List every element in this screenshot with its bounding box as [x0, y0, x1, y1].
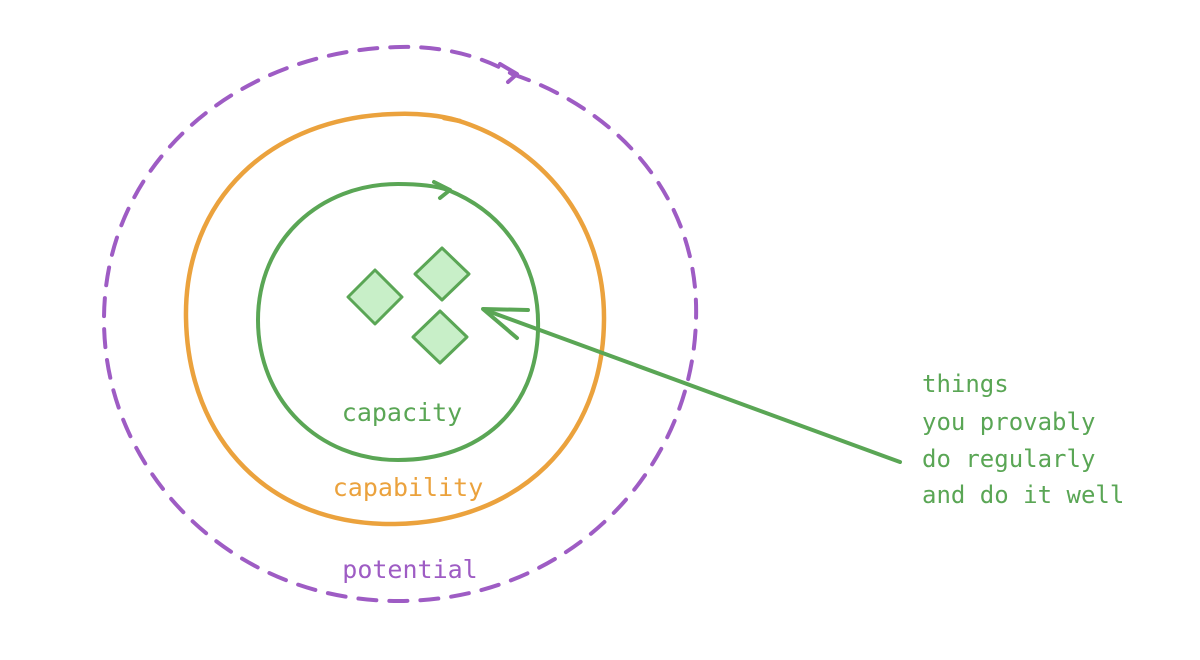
annotation-line: you provably	[922, 408, 1095, 436]
capability-overlap-tick	[441, 115, 463, 124]
annotation-line: and do it well	[922, 481, 1124, 509]
potential-label: potential	[342, 555, 477, 584]
annotation-arrowhead	[481, 307, 530, 340]
potential-arrowhead	[498, 62, 519, 84]
capability-label: capability	[333, 473, 484, 502]
item-diamond	[413, 246, 471, 302]
annotation-line: do regularly	[922, 445, 1095, 473]
item-diamonds	[346, 246, 471, 365]
capacity-label: capacity	[342, 398, 462, 427]
potential-ring	[101, 44, 699, 604]
capacity-ring	[255, 181, 541, 463]
item-diamond	[411, 309, 469, 365]
item-diamond	[346, 268, 404, 326]
annotation-arrow-line	[483, 308, 902, 464]
capability-ring	[183, 111, 607, 527]
capacity-arrowhead	[432, 180, 452, 200]
annotation-line: things	[922, 370, 1009, 398]
annotation-text: things you provably do regularly and do …	[922, 370, 1124, 509]
